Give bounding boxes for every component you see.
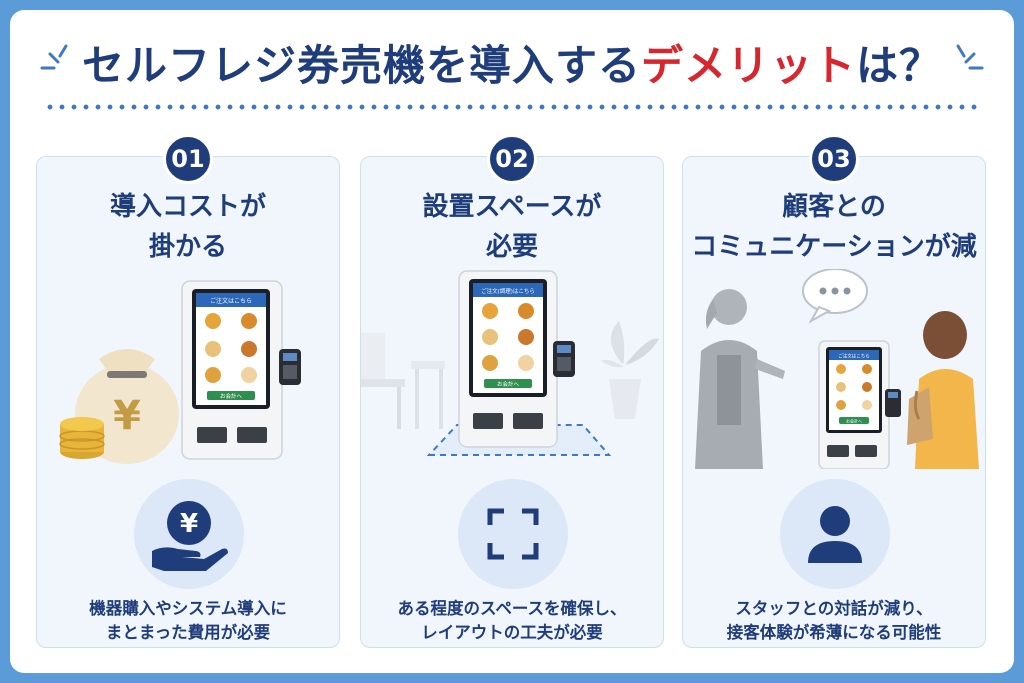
card-cost: 導入コストが 掛かる ¥ ご注文はこちら — [36, 156, 340, 648]
card-number-badge: 01 — [163, 134, 213, 184]
card-title-line: 顧客との — [782, 192, 886, 222]
card-communication: 顧客との コミュニケーションが減る ご注文はこちら — [682, 156, 986, 648]
card-title: 設置スペースが 必要 — [361, 187, 663, 267]
card-title: 導入コストが 掛かる — [37, 187, 339, 267]
card-description: スタッフとの対話が減り、 接客体験が希薄になる可能性 — [683, 597, 985, 645]
customer-person-icon — [907, 311, 979, 469]
card-title-line: 掛かる — [148, 232, 227, 262]
desc-line: レイアウトの工夫が必要 — [421, 623, 603, 642]
desc-line: 機器購入やシステム導入に — [89, 599, 287, 618]
card-number-badge: 02 — [487, 134, 537, 184]
title-tail: は？ — [856, 41, 943, 90]
kiosk-machine-icon: ご注文はこちら お会計へ — [181, 280, 301, 460]
kiosk-button-label: お会計へ — [846, 418, 862, 424]
illustration-money-kiosk: ¥ ご注文はこちら お会計へ — [59, 280, 301, 464]
frame-corners-icon — [458, 479, 568, 589]
illustration-staff-customer: ご注文はこちら お会計へ — [695, 269, 979, 469]
card-number-badge: 03 — [809, 134, 859, 184]
card-description: ある程度のスペースを確保し、 レイアウトの工夫が必要 — [361, 597, 663, 645]
card-space: 設置スペースが 必要 ご注文(調理)はこちら お — [360, 156, 664, 648]
staff-person-icon — [695, 289, 785, 469]
desc-line: まとまった費用が必要 — [105, 623, 271, 642]
card-description: 機器購入やシステム導入に まとまった費用が必要 — [37, 597, 339, 645]
kiosk-screen-header: ご注文はこちら — [838, 353, 870, 360]
plant-icon — [601, 321, 659, 419]
card-title-line: 必要 — [485, 232, 538, 262]
card-title-line: 設置スペースが — [422, 192, 602, 222]
kiosk-screen-header: ご注文(調理)はこちら — [481, 287, 535, 295]
desc-line: 接客体験が希薄になる可能性 — [726, 623, 942, 642]
desc-line: スタッフとの対話が減り、 — [735, 599, 933, 618]
yen-hand-icon: ¥ — [134, 479, 244, 589]
kiosk-screen-header: ご注文はこちら — [210, 297, 252, 305]
icon-yen-symbol: ¥ — [180, 509, 198, 539]
illustration-space-kiosk: ご注文(調理)はこちら お会計へ — [361, 270, 659, 456]
dotted-divider — [44, 104, 980, 110]
speech-bubble-icon — [802, 269, 868, 324]
page-title: セルフレジ券売機を導入するデメリットは？ — [0, 32, 1024, 93]
title-main: セルフレジ券売機を導入する — [81, 41, 641, 90]
bag-yen-symbol: ¥ — [113, 393, 141, 439]
chair-table-icon — [361, 333, 445, 429]
title-accent: デメリット — [640, 41, 856, 90]
person-icon — [780, 479, 890, 589]
spark-right-icon — [956, 44, 984, 70]
card-title-line: 導入コストが — [109, 192, 266, 222]
kiosk-machine-icon: ご注文(調理)はこちら お会計へ — [458, 270, 575, 448]
spark-left-icon — [40, 44, 68, 70]
coin-stack-icon — [59, 417, 105, 459]
kiosk-button-label: お会計へ — [497, 380, 520, 388]
kiosk-button-label: お会計へ — [220, 392, 243, 400]
desc-line: ある程度のスペースを確保し、 — [397, 599, 627, 618]
kiosk-machine-icon: ご注文はこちら お会計へ — [818, 340, 901, 469]
